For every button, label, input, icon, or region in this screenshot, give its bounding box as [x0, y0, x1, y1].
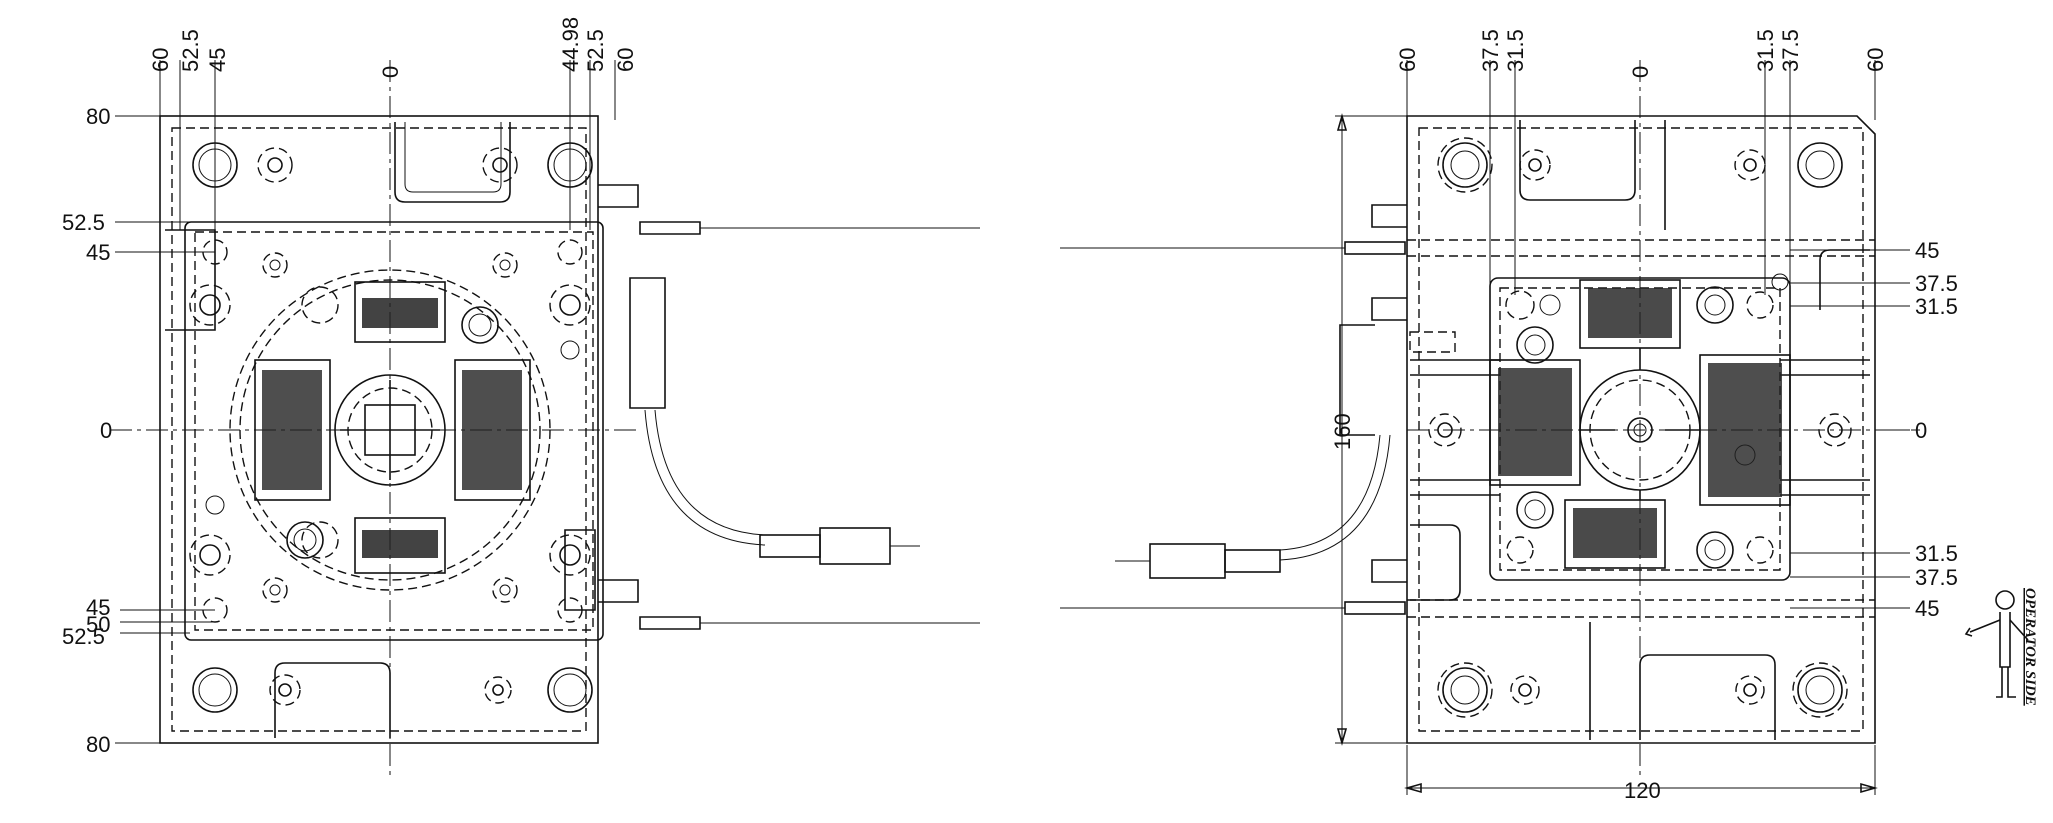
right-side-dim-37-5a: 37.5 — [1915, 271, 1958, 296]
left-top-dim-60a: 60 — [148, 48, 173, 72]
right-bottom-slot — [1639, 654, 1776, 740]
right-top-dim-60b: 60 — [1863, 48, 1888, 72]
right-top-dim-0: 0 — [1628, 66, 1653, 78]
left-side-dim-52-5a: 52.5 — [62, 210, 105, 235]
left-cavity-blocks — [254, 281, 531, 574]
right-side-dim-31-5a: 31.5 — [1915, 294, 1958, 319]
right-width-dim: 120 — [1624, 778, 1661, 803]
left-side-dim-45a: 45 — [86, 240, 110, 265]
right-top-dim-60a: 60 — [1395, 48, 1420, 72]
left-mold-plate — [110, 60, 980, 780]
left-fittings — [598, 184, 980, 630]
operator-side-label: OPERATOR SIDE — [2022, 588, 2038, 706]
right-corner-holes — [1437, 137, 1848, 718]
left-top-dim-52-5a: 52.5 — [178, 29, 203, 72]
right-top-dim-37-5b: 37.5 — [1778, 29, 1803, 72]
right-screw-holes — [1428, 149, 1852, 705]
left-side-dim-0: 0 — [100, 418, 112, 443]
left-insert-pocket — [184, 221, 604, 641]
right-side-dim-31-5b: 31.5 — [1915, 541, 1958, 566]
right-dimensions: 60 37.5 31.5 0 31.5 37.5 60 45 37.5 31.5… — [1330, 29, 1958, 803]
left-bottom-slot — [274, 662, 391, 738]
operator-figure: OPERATOR SIDE — [1964, 588, 2038, 706]
left-top-dim-44-98: 44.98 — [558, 17, 583, 72]
right-top-dim-31-5a: 31.5 — [1503, 29, 1528, 72]
left-side-dim-80b: 80 — [86, 732, 110, 757]
right-fittings — [1060, 204, 1456, 615]
left-side-dim-45b: 45 — [86, 595, 110, 620]
right-cavity-blocks — [1489, 279, 1791, 569]
right-mold-plate — [1060, 60, 1920, 780]
right-side-dim-45b: 45 — [1915, 596, 1939, 621]
left-side-dim-80a: 80 — [86, 104, 110, 129]
left-dimensions: 60 52.5 45 0 44.98 52.5 60 80 52.5 45 0 … — [62, 17, 638, 757]
left-top-dim-45a: 45 — [205, 48, 230, 72]
right-side-dim-37-5b: 37.5 — [1915, 565, 1958, 590]
left-screw-holes — [189, 147, 591, 706]
left-top-dim-52-5b: 52.5 — [583, 29, 608, 72]
right-side-dim-45a: 45 — [1915, 238, 1939, 263]
left-top-slot — [394, 122, 511, 203]
left-top-dim-60b: 60 — [613, 48, 638, 72]
right-plate-outline — [1406, 115, 1876, 744]
right-top-dim-37-5a: 37.5 — [1478, 29, 1503, 72]
right-side-dim-0: 0 — [1915, 418, 1927, 443]
right-height-dim: 160 — [1330, 413, 1355, 450]
left-side-dim-52-5b: 52.5 — [62, 624, 105, 649]
left-top-dim-0: 0 — [378, 66, 403, 78]
left-side-dim-50: 50 — [86, 612, 110, 637]
right-top-slot — [1519, 120, 1636, 201]
left-corner-holes — [192, 142, 593, 713]
right-top-dim-31-5b: 31.5 — [1753, 29, 1778, 72]
